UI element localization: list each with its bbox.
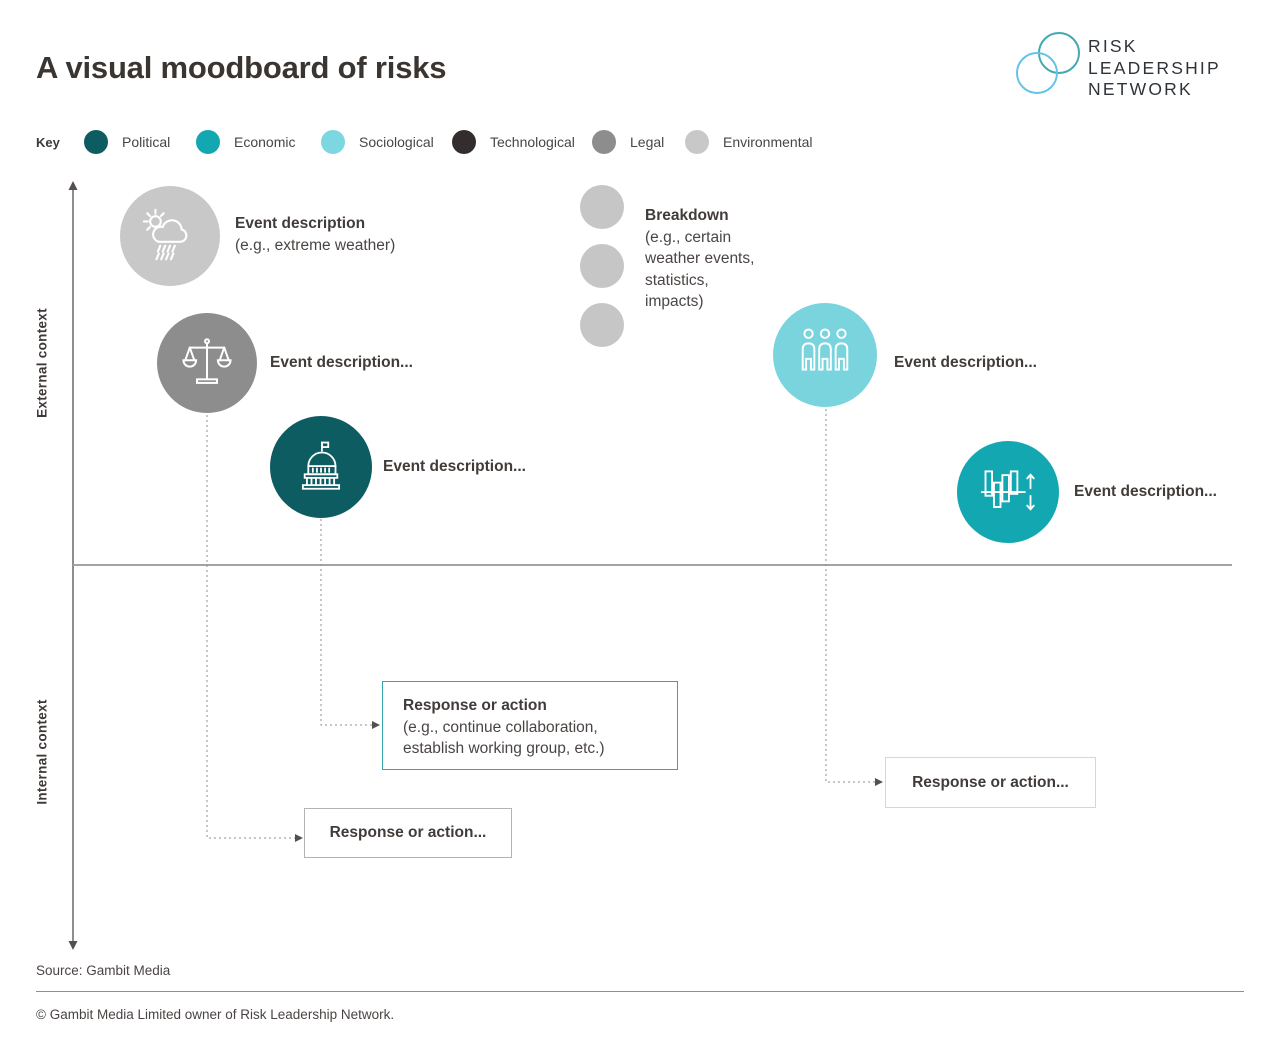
key-item-sociological: Sociological [321, 130, 434, 154]
logo-line-2: LEADERSHIP [1088, 57, 1221, 78]
key-item-technological: Technological [452, 130, 575, 154]
connector-legal-to-response [206, 415, 295, 839]
logo-line-3: NETWORK [1088, 79, 1193, 99]
environmental-color-dot [685, 130, 709, 154]
bar-chart-icon [980, 470, 1035, 511]
event-label-legal: Event description... [270, 352, 413, 374]
breakdown-line: impacts) [645, 293, 704, 310]
connector-arrow-icon [372, 721, 380, 729]
response-box-main: Response or action (e.g., continue colla… [382, 681, 678, 770]
key-item-political: Political [84, 130, 170, 154]
capitol-icon [301, 441, 341, 490]
axis-arrow-up-icon [68, 181, 78, 190]
event-label-economic: Event description... [1074, 481, 1217, 503]
storm-cloud-icon [142, 208, 188, 261]
copyright-note: © Gambit Media Limited owner of Risk Lea… [36, 1007, 395, 1022]
breakdown-dot-3 [580, 303, 624, 347]
risk-leadership-network-logo-icon [1016, 32, 1080, 94]
breakdown-title: Breakdown [645, 207, 729, 224]
key-item-label: Economic [234, 134, 296, 150]
response-line: (e.g., continue collaboration, [403, 718, 598, 736]
logo-wordmark: RISK LEADERSHIP NETWORK [1088, 36, 1221, 101]
event-bubble-political [270, 416, 372, 518]
breakdown-dot-2 [580, 244, 624, 288]
event-label-political: Event description... [383, 456, 526, 478]
key-item-label: Political [122, 134, 171, 150]
economic-color-dot [196, 130, 220, 154]
source-note: Source: Gambit Media [36, 963, 171, 978]
logo-line-1: RISK [1088, 36, 1138, 56]
key-item-label: Environmental [723, 134, 813, 150]
event-bubble-sociological [773, 303, 877, 407]
event-title: Event description [235, 215, 366, 232]
breakdown-line: statistics, [645, 271, 709, 289]
technological-color-dot [452, 130, 476, 154]
key-item-economic: Economic [196, 130, 295, 154]
response-box-sociological: Response or action... [885, 757, 1096, 808]
legal-color-dot [592, 130, 616, 154]
key-item-label: Legal [630, 134, 665, 150]
breakdown-line: weather events, [645, 250, 755, 267]
event-label-environmental: Event description (e.g., extreme weather… [235, 213, 395, 257]
response-title: Response or action [403, 697, 547, 714]
event-title: Event description... [383, 458, 526, 475]
scales-icon [182, 338, 232, 384]
event-label-sociological: Event description... [894, 352, 1037, 374]
event-title: Event description... [894, 354, 1037, 371]
key-item-environmental: Environmental [685, 130, 813, 154]
connector-arrow-icon [295, 834, 303, 842]
page-title: A visual moodboard of risks [36, 50, 447, 85]
connector-political-to-response [320, 519, 372, 726]
footer-divider [36, 991, 1244, 992]
event-bubble-economic [957, 441, 1059, 543]
event-title: Event description... [1074, 483, 1217, 500]
key-item-legal: Legal [592, 130, 664, 154]
connector-sociological-to-response [825, 409, 875, 783]
key-item-label: Technological [490, 134, 575, 150]
response-line: establish working group, etc.) [403, 740, 605, 757]
key-label: Key [36, 135, 60, 150]
breakdown-line: (e.g., certain [645, 228, 732, 246]
event-subtitle: (e.g., extreme weather) [235, 237, 396, 254]
people-icon [801, 328, 849, 371]
event-bubble-legal [157, 313, 257, 413]
political-color-dot [84, 130, 108, 154]
breakdown-dot-1 [580, 185, 624, 229]
event-title: Event description... [270, 354, 413, 371]
response-box-legal: Response or action... [304, 808, 512, 858]
connector-arrow-icon [875, 778, 883, 786]
response-label: Response or action... [912, 773, 1069, 791]
event-bubble-environmental [120, 186, 220, 286]
sociological-color-dot [321, 130, 345, 154]
response-label: Response or action... [329, 824, 487, 841]
key-item-label: Sociological [359, 134, 434, 150]
axis-arrow-down-icon [68, 941, 78, 950]
breakdown-label: Breakdown (e.g., certain weather events,… [645, 205, 754, 313]
